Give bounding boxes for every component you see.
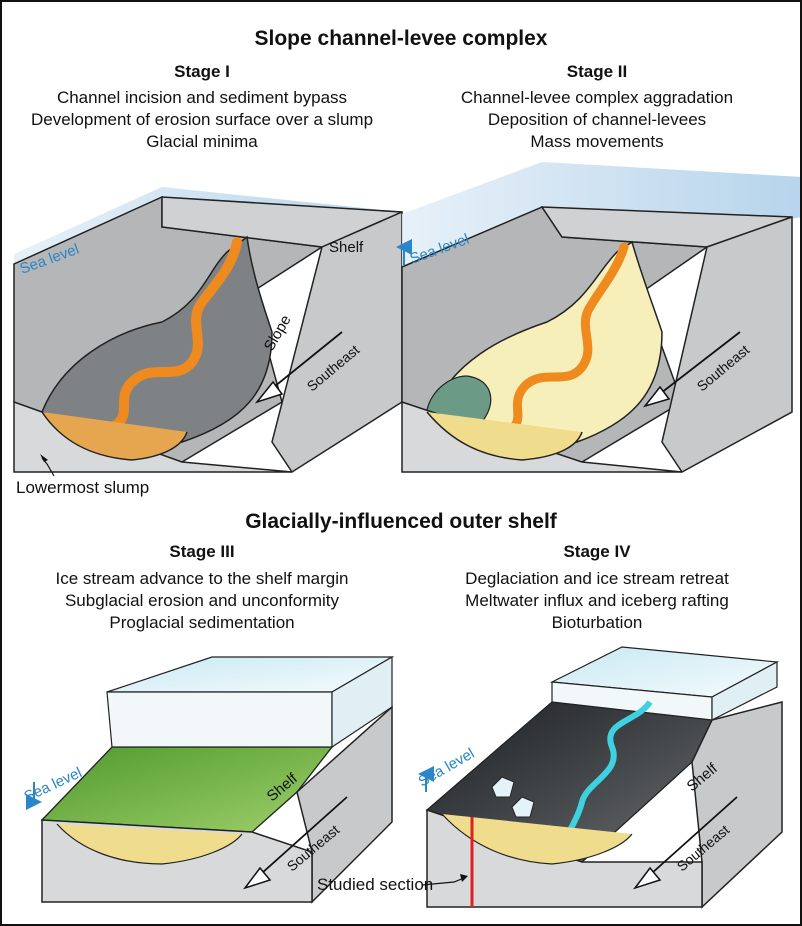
stage-4-direction-arrow (632, 796, 738, 890)
stage-2-channel-cut (426, 411, 583, 461)
stage-2-orange-channel (497, 242, 629, 439)
stage-1-callout-label: Lowermost slump (16, 478, 149, 497)
stage-4-side-face (691, 701, 783, 909)
stage-4-levee-cut (441, 813, 633, 865)
stage-1-line-1: Channel incision and sediment bypass (56, 88, 348, 107)
stage-3-line-1: Ice stream advance to the shelf margin (55, 569, 349, 588)
stage-1-title: Stage I (174, 62, 230, 81)
stage-2-block-diagram (401, 162, 800, 473)
top-section-title: Slope channel-levee complex (254, 27, 548, 50)
stage-1-direction-arrow (254, 331, 343, 404)
stage-3-line-3: Proglacial sedimentation (109, 613, 295, 632)
iceberg-icon (491, 776, 535, 818)
stage-3-title: Stage III (169, 542, 235, 561)
stage-3-caption: Ice stream advance to the shelf margin S… (2, 568, 402, 634)
stage-4-callout-label: Studied section (317, 875, 433, 894)
stage-4-block-diagram (425, 646, 783, 909)
stage-1-block-diagram (13, 187, 403, 474)
stage-1-side-face (271, 210, 403, 474)
stage-3-ice-front (106, 691, 333, 748)
stage-3-line-2: Subglacial erosion and unconformity (64, 591, 340, 610)
bottom-section-title: Glacially-influenced outer shelf (245, 510, 557, 533)
stage-4-line-3: Bioturbation (551, 613, 643, 632)
stage-2-caption: Channel-levee complex aggradation Deposi… (397, 87, 797, 153)
stage-3-block-diagram (40, 655, 395, 904)
stage-1-line-2: Development of erosion surface over a sl… (30, 110, 374, 129)
stage-1-orange-channel (92, 237, 242, 437)
stage-2-title: Stage II (566, 62, 628, 81)
stage-2-line-2: Deposition of channel-levees (487, 110, 707, 129)
stage-4-line-2: Meltwater influx and iceberg rafting (465, 591, 729, 610)
stage-3-direction-arrow (242, 796, 348, 890)
stage-4-ice-side (711, 660, 778, 721)
stage-3-levee-cut (56, 823, 243, 865)
stage-1-shelf-label: Shelf (329, 239, 364, 256)
stage-4-title: Stage IV (563, 542, 631, 561)
stage-2-line-3: Mass movements (530, 132, 664, 151)
stage-3-side-face (296, 705, 393, 904)
stage-4-caption: Deglaciation and ice stream retreat Melt… (397, 568, 797, 634)
stage-2-side-face (661, 215, 793, 473)
stage-4-callout-pointer (421, 874, 468, 886)
stage-1-channel-cut (41, 411, 188, 461)
stage-2-direction-arrow (642, 331, 741, 408)
stage-4-line-1: Deglaciation and ice stream retreat (465, 569, 729, 588)
stage-2-line-1: Channel-levee complex aggradation (460, 88, 734, 107)
stage-1-callout-pointer (40, 454, 55, 477)
stage-1-caption: Channel incision and sediment bypass Dev… (2, 87, 402, 153)
stage-1-line-3: Glacial minima (146, 132, 258, 151)
